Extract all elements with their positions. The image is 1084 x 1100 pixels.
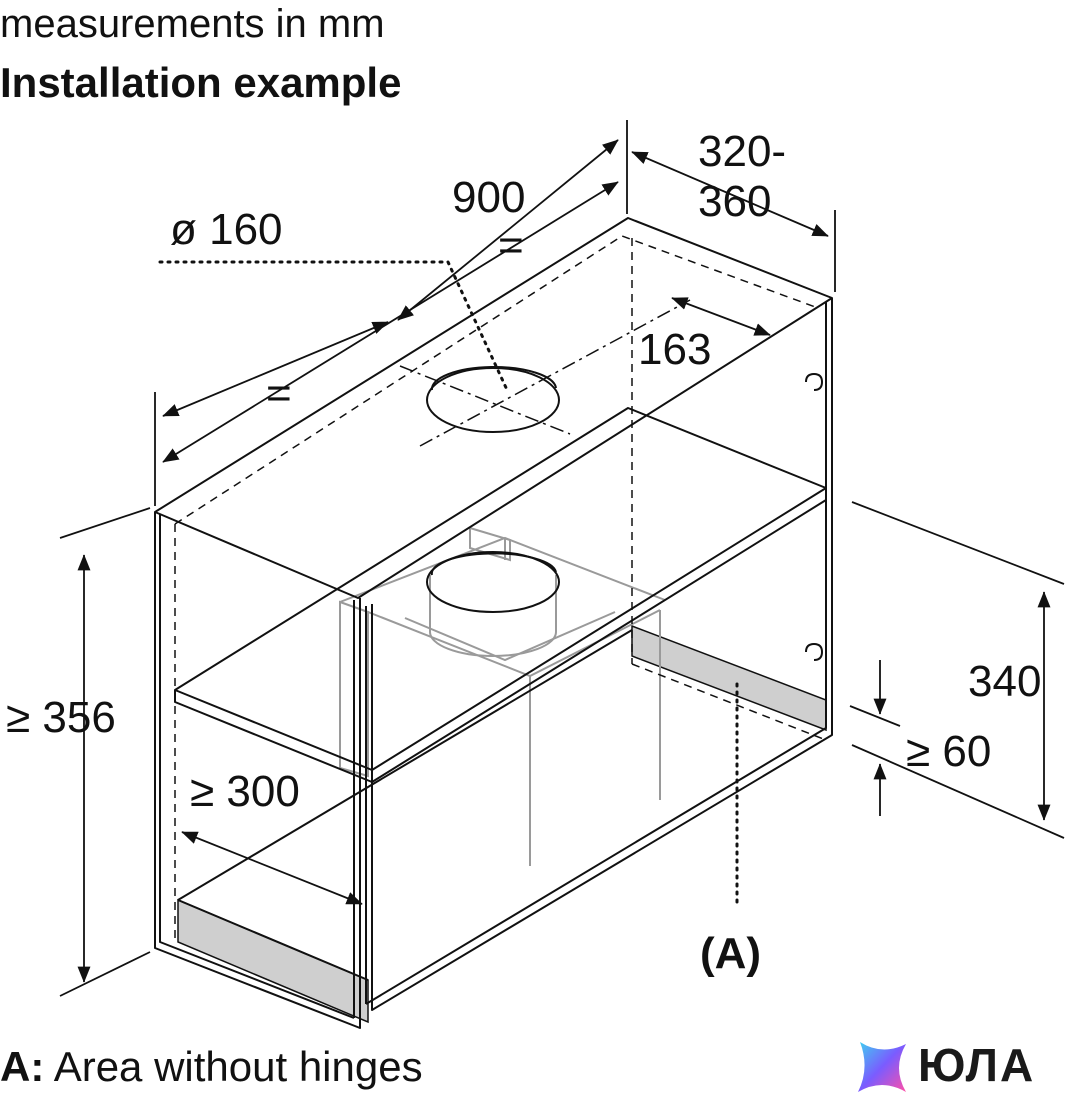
leader-lines (158, 260, 739, 910)
depth-label-line1: 320- (698, 127, 786, 176)
diagram-title: Installation example (0, 59, 402, 106)
units-note: measurements in mm (0, 2, 385, 46)
min-gap-label: ≥ 60 (906, 727, 991, 776)
duct-opening-top (426, 366, 560, 433)
equal-left-label: = (266, 369, 292, 418)
brand-logo-icon (858, 1042, 906, 1092)
area-marker-label: (A) (700, 929, 761, 978)
legend-text: Area without hinges (53, 1043, 423, 1090)
equal-top-label: = (498, 221, 524, 270)
depth-label-line2: 360 (698, 177, 771, 226)
dimension-lines (59, 120, 1065, 997)
hidden-edges (174, 235, 827, 940)
cooker-hood (339, 526, 666, 866)
brand-watermark: ЮЛА (852, 1036, 1084, 1100)
duct-offset-label: 163 (638, 325, 711, 374)
height-label: 340 (968, 657, 1041, 706)
legend: A: Area without hinges (0, 1046, 423, 1088)
width-label: 900 (452, 173, 525, 222)
min-depth-label: ≥ 300 (190, 767, 300, 816)
min-height-label: ≥ 356 (6, 693, 116, 742)
wall-cabinet (154, 217, 833, 1029)
duct-opening-shelf (426, 551, 560, 613)
legend-key: A: (0, 1043, 45, 1090)
brand-name: ЮЛА (918, 1039, 1036, 1091)
duct-diameter-label: ø 160 (170, 205, 283, 254)
